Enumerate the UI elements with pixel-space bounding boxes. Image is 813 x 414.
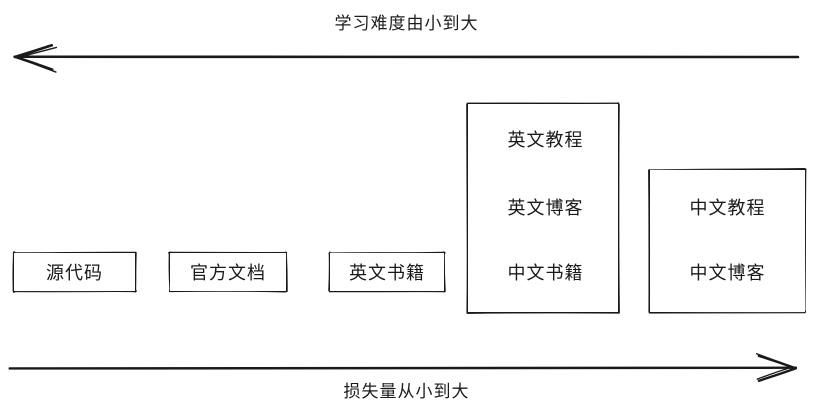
top-axis-label: 学习难度由小到大 [334, 14, 479, 34]
arrow-right-icon [757, 354, 797, 370]
node-label: 源代码 [46, 263, 103, 284]
group-item-node[interactable]: 中文书籍 [489, 253, 602, 291]
node-label: 中文博客 [689, 263, 766, 284]
node-label: 英文博客 [507, 197, 584, 219]
node-label: 英文教程 [507, 130, 584, 151]
node-label: 英文书籍 [349, 263, 425, 284]
arrow-right-icon [755, 353, 794, 368]
item-node[interactable]: 英文书籍 [330, 253, 444, 291]
bottom-axis-line [8, 366, 798, 370]
arrow-left-icon [17, 56, 57, 73]
item-node[interactable]: 源代码 [14, 253, 135, 291]
group-item-node[interactable]: 中文教程 [670, 188, 785, 225]
item-node[interactable]: 官方文档 [170, 253, 286, 291]
group-item-node[interactable]: 英文教程 [489, 121, 602, 157]
bottom-axis-label: 损失量从小到大 [343, 382, 470, 402]
node-label: 官方文档 [190, 263, 266, 284]
node-label: 中文书籍 [507, 263, 584, 284]
arrow-left-icon [16, 46, 58, 59]
arrow-left-icon [13, 43, 54, 59]
group-item-node[interactable]: 英文博客 [489, 188, 602, 225]
arrow-left-icon [13, 55, 54, 71]
group-item-node[interactable]: 中文博客 [670, 253, 785, 291]
node-label: 中文教程 [689, 197, 766, 219]
